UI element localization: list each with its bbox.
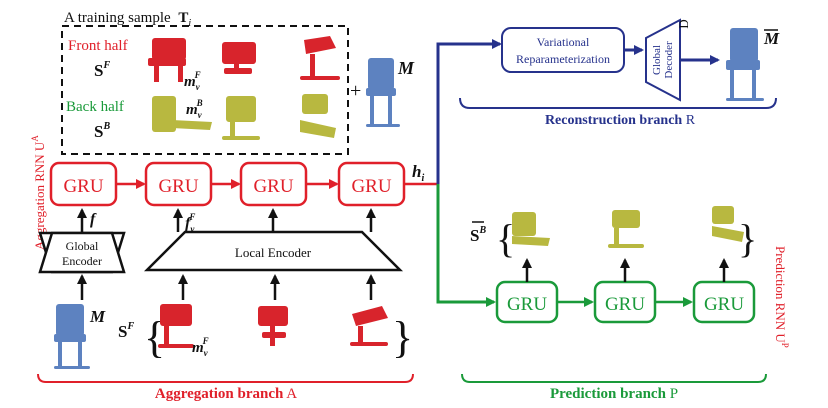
input-model-symbol: M <box>89 307 106 326</box>
input-part-1 <box>158 304 194 348</box>
gru-cell-prediction-3: GRU <box>692 280 756 324</box>
svg-text:D: D <box>676 19 691 28</box>
front-half-chair-1 <box>148 38 186 82</box>
training-sample-symbol: T <box>178 10 188 26</box>
predicted-set-brace-right: } <box>738 216 757 261</box>
hidden-state-symbol: hi <box>412 162 424 184</box>
back-half-part-1 <box>152 96 212 132</box>
svg-text:Reparameterization: Reparameterization <box>516 52 610 66</box>
predicted-set-symbol: SB <box>470 225 486 245</box>
gru-cell-aggregation-3: GRU <box>239 161 308 207</box>
gru-cell-prediction-1: GRU <box>495 280 559 324</box>
svg-text:Local Encoder: Local Encoder <box>235 245 312 260</box>
back-m-symbol: mvB <box>186 98 203 120</box>
aggregation-rnn-label: Aggregation RNN UA <box>30 135 47 250</box>
training-sample-title: A training sample <box>64 10 171 26</box>
target-model-chair <box>366 58 400 127</box>
global-feature-symbol: f <box>90 211 97 228</box>
front-half-label: Front half <box>68 38 128 54</box>
predicted-part-3 <box>712 206 744 242</box>
front-half-part-2 <box>222 42 256 74</box>
reconstruction-branch-label: Reconstruction branch R <box>545 113 696 128</box>
input-set-brace-right: } <box>392 313 413 362</box>
svg-text:A training sample Ti: A training sample Ti <box>64 10 191 29</box>
reconstructed-model-symbol: M <box>763 29 780 48</box>
front-m-symbol: mvF <box>184 70 201 92</box>
training-sample-box: A training sample Ti Front half SF mvF <box>61 10 349 155</box>
svg-text:GRU: GRU <box>704 294 744 315</box>
plus-sign: + <box>350 80 361 102</box>
svg-text:Variational: Variational <box>537 35 590 49</box>
predicted-part-2 <box>608 210 644 248</box>
input-model-chair <box>54 304 90 369</box>
input-part-2 <box>258 306 288 346</box>
global-decoder: Global Decoder D <box>645 18 691 102</box>
input-set-symbol: SF <box>118 321 134 341</box>
prediction-rnn-label: Prediction RNN UP <box>773 246 790 348</box>
back-half-part-2 <box>222 96 260 140</box>
reconstruction-branch-bracket <box>459 97 777 109</box>
svg-text:GRU: GRU <box>605 294 645 315</box>
svg-text:GRU: GRU <box>63 176 103 197</box>
predicted-set-brace-left: { <box>496 216 515 261</box>
aggregation-branch-bracket <box>37 373 414 383</box>
svg-text:GRU: GRU <box>158 176 198 197</box>
local-feature-symbol: fvF <box>185 212 195 234</box>
input-m-symbol: mvF <box>192 336 209 358</box>
back-half-part-3 <box>300 94 336 138</box>
svg-text:Encoder: Encoder <box>62 254 102 268</box>
reconstruction-flow-line <box>436 39 502 184</box>
prediction-flow-line <box>436 184 496 307</box>
back-half-label: Back half <box>66 99 124 115</box>
gru-cell-prediction-2: GRU <box>593 280 657 324</box>
prediction-branch-bracket <box>461 373 767 383</box>
predicted-part-1 <box>512 212 550 246</box>
gru-cell-aggregation-1: GRU <box>49 161 118 207</box>
svg-text:GRU: GRU <box>253 176 293 197</box>
prediction-branch-label: Prediction branch P <box>550 386 678 402</box>
reconstructed-model-chair <box>726 28 764 101</box>
aggregation-branch-label: Aggregation branch A <box>155 386 297 402</box>
svg-text:Global: Global <box>66 239 99 253</box>
variational-reparameterization-box: Variational Reparameterization <box>501 27 625 73</box>
input-part-3 <box>350 306 388 346</box>
local-encoder: Local Encoder <box>143 230 404 272</box>
svg-text:Global: Global <box>651 45 663 75</box>
svg-text:GRU: GRU <box>507 294 547 315</box>
target-model-symbol: M <box>397 58 415 78</box>
front-half-part-3 <box>300 36 340 80</box>
input-set-brace-left: { <box>144 313 165 362</box>
back-set-symbol: SB <box>94 121 110 141</box>
svg-text:GRU: GRU <box>351 176 391 197</box>
gru-cell-aggregation-2: GRU <box>144 161 213 207</box>
svg-text:Decoder: Decoder <box>663 41 675 79</box>
front-set-symbol: SF <box>94 60 110 80</box>
global-encoder: Global Encoder <box>38 231 126 274</box>
gru-cell-aggregation-4: GRU <box>337 161 406 207</box>
